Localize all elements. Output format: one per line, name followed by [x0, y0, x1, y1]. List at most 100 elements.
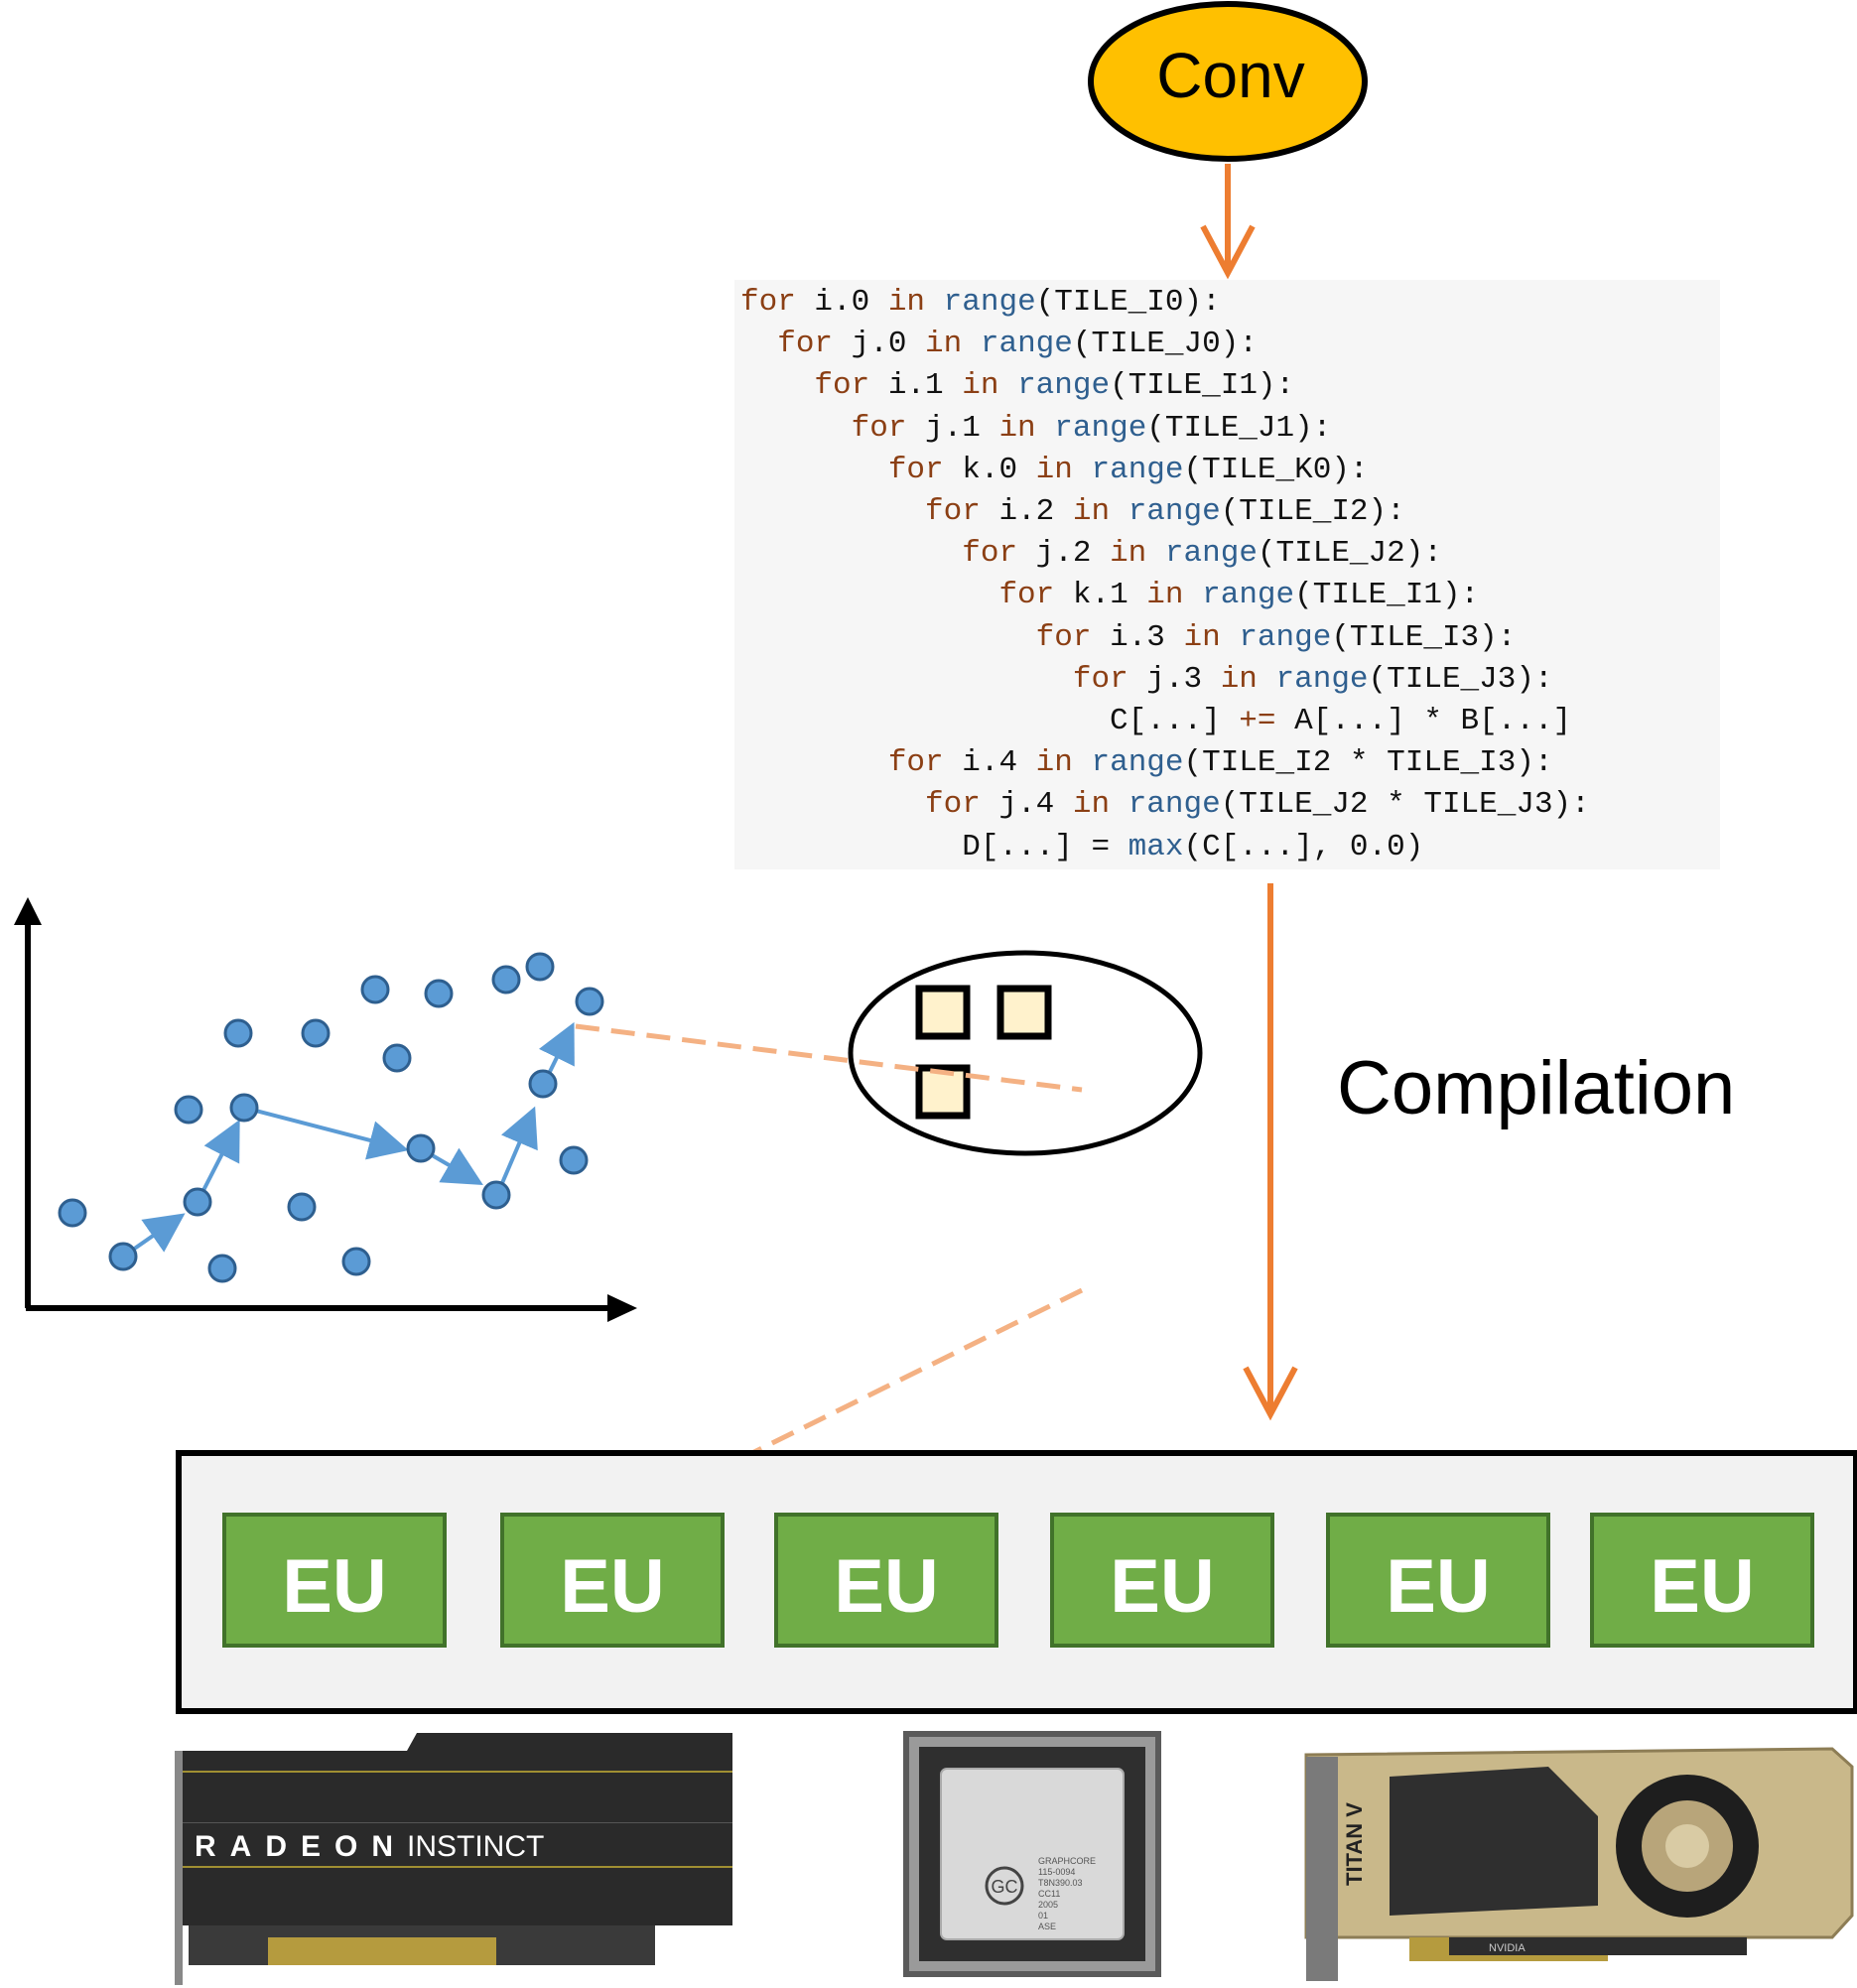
code-token: [740, 494, 925, 529]
graphcore-chip-label-line: ASE: [1038, 1922, 1056, 1931]
execution-unit: EU: [774, 1513, 998, 1648]
code-token: for: [887, 452, 944, 487]
code-line: for k.1 in range(TILE_I1):: [740, 575, 1479, 616]
code-token: [1221, 620, 1240, 655]
search-space-points: [58, 952, 604, 1283]
data-point: [424, 979, 454, 1008]
code-token: in: [1072, 494, 1111, 529]
code-token: (TILE_J2):: [1257, 536, 1442, 572]
code-token: (TILE_I1):: [1110, 368, 1295, 404]
code-token: range: [1017, 368, 1111, 404]
data-point: [575, 987, 604, 1016]
code-token: (TILE_I2 * TILE_I3):: [1183, 745, 1553, 781]
data-point: [559, 1145, 589, 1175]
dashed-connectors: [575, 1023, 1084, 1520]
titan-v-side-text: TITAN V: [1342, 1802, 1367, 1886]
code-token: [740, 411, 852, 446]
code-token: in: [925, 327, 963, 362]
code-token: j.0: [833, 327, 926, 362]
code-token: (TILE_K0):: [1183, 452, 1369, 487]
code-token: (TILE_J0):: [1072, 327, 1258, 362]
code-token: i.4: [943, 745, 1036, 781]
loop-nest-code: for i.0 in range(TILE_I0): for j.0 in ra…: [734, 280, 1720, 869]
data-point: [108, 1242, 138, 1271]
code-token: for: [740, 285, 796, 320]
code-token: [1036, 411, 1055, 446]
code-token: (TILE_J3):: [1368, 661, 1553, 697]
execution-unit: EU: [500, 1513, 725, 1648]
code-token: [740, 327, 777, 361]
code-token: range: [1091, 745, 1184, 781]
tile-square: [915, 985, 971, 1040]
conv-to-code-arrow: [1200, 164, 1256, 280]
execution-unit: EU: [1590, 1513, 1814, 1648]
data-point: [360, 975, 390, 1004]
instinct-product-text: INSTINCT: [407, 1830, 544, 1863]
compilation-label: Compilation: [1337, 1046, 1735, 1130]
code-token: for: [1035, 619, 1092, 655]
code-token: [1110, 787, 1128, 822]
code-token: A[...] * B[...]: [1275, 704, 1572, 738]
code-token: [1073, 453, 1092, 487]
data-point: [525, 952, 555, 982]
code-token: [1110, 494, 1128, 529]
code-token: [740, 536, 962, 571]
code-token: in: [1220, 661, 1258, 697]
svg-text:GC: GC: [992, 1877, 1018, 1897]
code-line: for j.4 in range(TILE_J2 * TILE_J3):: [740, 784, 1590, 826]
search-space-axes: [14, 897, 637, 1322]
graphcore-chip-label-line: CC11: [1038, 1889, 1060, 1899]
code-token: k.0: [943, 452, 1036, 487]
code-token: (TILE_J1):: [1146, 410, 1332, 446]
code-token: for: [1072, 661, 1128, 697]
graphcore-chip-label-line: GRAPHCORE: [1038, 1856, 1096, 1866]
code-token: in: [1035, 452, 1073, 487]
code-token: [998, 368, 1017, 403]
code-line: for i.0 in range(TILE_I0):: [740, 282, 1221, 324]
code-token: range: [1202, 578, 1295, 613]
code-token: j.3: [1127, 661, 1221, 697]
conv-node: [1088, 1, 1368, 162]
execution-unit: EU: [1050, 1513, 1274, 1648]
code-token: for: [814, 368, 870, 404]
code-token: range: [1054, 410, 1147, 446]
compilation-arrow: [1243, 883, 1298, 1421]
tile-configuration: [915, 985, 1052, 1120]
code-token: j.4: [980, 787, 1073, 823]
code-token: for: [998, 578, 1055, 613]
code-token: for: [962, 536, 1018, 572]
code-token: max: [1127, 829, 1184, 864]
graphcore-chip-label-line: T8N390.03: [1038, 1878, 1083, 1888]
code-token: [962, 327, 981, 361]
code-token: (TILE_I2):: [1220, 494, 1405, 529]
code-token: range: [1239, 619, 1332, 655]
data-point: [183, 1187, 212, 1217]
radeon-instinct-card: RADEON INSTINCT: [175, 1733, 732, 1985]
graphcore-chip-label-line: 2005: [1038, 1900, 1058, 1910]
code-token: [1146, 536, 1165, 571]
code-line: C[...] += A[...] * B[...]: [740, 701, 1571, 742]
code-token: C[...]: [740, 704, 1240, 738]
execution-unit-label: EU: [1650, 1544, 1755, 1629]
code-token: [740, 578, 998, 612]
code-line: for j.2 in range(TILE_J2):: [740, 533, 1442, 575]
code-token: in: [1110, 536, 1147, 572]
code-token: k.1: [1054, 578, 1147, 613]
code-line: for j.3 in range(TILE_J3):: [740, 659, 1553, 701]
code-token: in: [998, 410, 1036, 446]
execution-unit-label: EU: [560, 1544, 665, 1629]
code-token: [740, 662, 1073, 697]
code-token: for: [777, 327, 834, 362]
code-token: for: [925, 787, 981, 823]
search-path: [121, 1021, 575, 1259]
titan-v-card: TITAN V NVIDIA: [1304, 1747, 1854, 1981]
code-token: (TILE_J2 * TILE_J3):: [1220, 787, 1590, 823]
code-token: for: [851, 410, 907, 446]
code-token: in: [1146, 578, 1184, 613]
code-token: (TILE_I0):: [1035, 285, 1221, 320]
data-point: [382, 1043, 412, 1073]
data-point: [229, 1093, 259, 1123]
code-token: range: [1127, 787, 1221, 823]
code-token: [740, 745, 888, 780]
data-point: [287, 1192, 317, 1222]
